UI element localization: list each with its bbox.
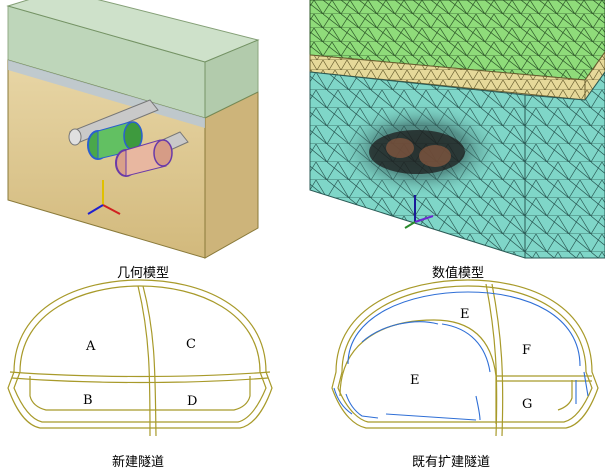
existing-liner-lines bbox=[333, 291, 589, 421]
section-label-F: F bbox=[522, 343, 531, 358]
numerical-model-caption: 数值模型 bbox=[432, 266, 485, 281]
section-label-A: A bbox=[85, 339, 96, 354]
existing-tunnel-section: E E F G bbox=[326, 276, 606, 436]
numerical-model-view bbox=[305, 0, 605, 260]
section-label-D: D bbox=[187, 394, 197, 409]
new-tunnel-outline: A C B D bbox=[7, 279, 273, 436]
section-label-B: B bbox=[83, 393, 93, 408]
numerical-model-drawing bbox=[309, 0, 605, 259]
axis-triad-icon bbox=[87, 180, 121, 215]
tunnel-segment-pink bbox=[115, 139, 173, 177]
geometry-model-caption: 几何模型 bbox=[117, 266, 170, 281]
new-tunnel-section: A C B D bbox=[0, 276, 280, 436]
existing-tunnel-outline: E E F G bbox=[331, 279, 599, 436]
geometry-model-drawing bbox=[6, 0, 260, 259]
section-label-G: G bbox=[522, 397, 532, 412]
section-label-C: C bbox=[186, 337, 196, 352]
axis-triad-icon bbox=[404, 195, 434, 229]
section-label-E-top: E bbox=[460, 307, 470, 322]
geometry-model-view bbox=[0, 0, 265, 260]
section-label-E-left: E bbox=[410, 373, 420, 388]
